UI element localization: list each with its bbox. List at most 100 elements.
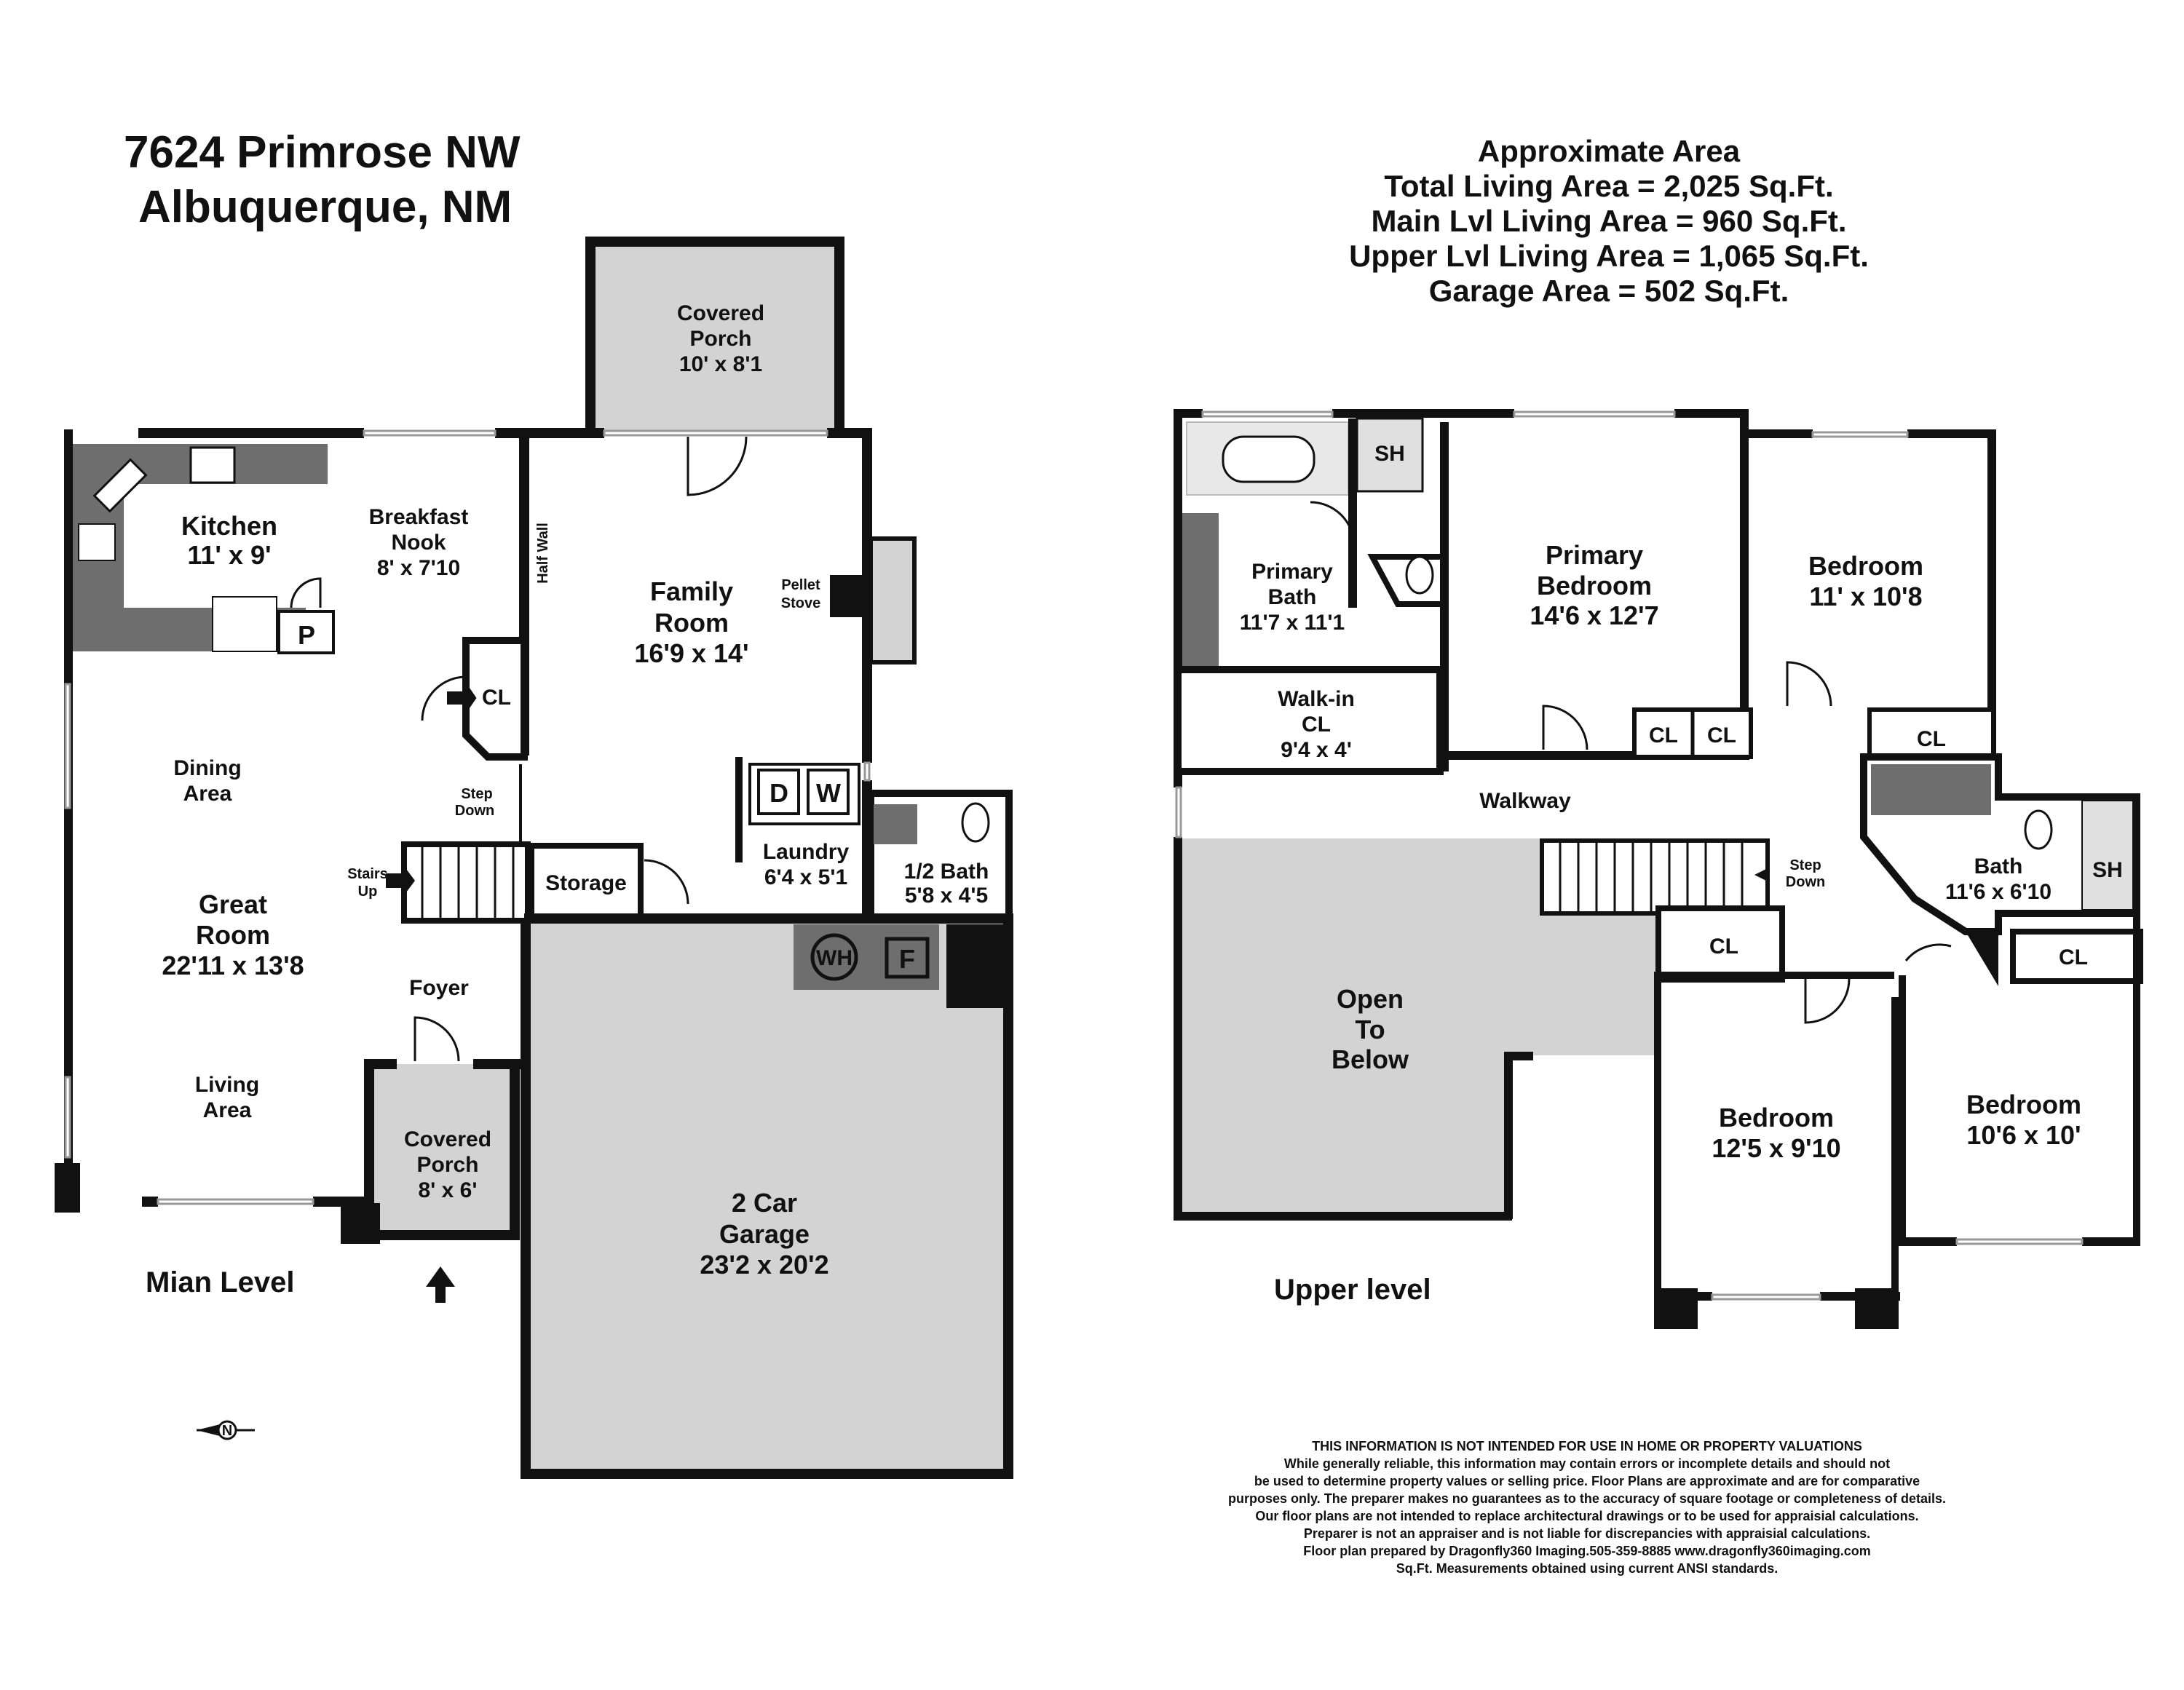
great-label-2: Room <box>196 920 270 950</box>
walkin-label-2: CL <box>1302 713 1331 737</box>
great-label-1: Great <box>199 889 267 919</box>
closet-label-4: CL <box>1709 935 1738 959</box>
compass-icon <box>197 1420 255 1440</box>
family-label-1: Family <box>650 576 733 606</box>
pantry <box>277 610 335 654</box>
garage-label-2: Garage <box>719 1219 810 1249</box>
dryer-icon <box>757 769 800 815</box>
front-porch-label-1: Covered <box>404 1127 491 1151</box>
bedroom-ne-label: Bedroom <box>1808 551 1923 581</box>
open-below-label-1: Open <box>1337 984 1404 1014</box>
laundry-label: Laundry <box>763 840 850 864</box>
main-stairs <box>401 841 531 924</box>
chimney <box>869 536 917 665</box>
closet-label-3: CL <box>1917 727 1946 751</box>
compass-label: N <box>222 1423 232 1439</box>
storage-label: Storage <box>545 871 627 895</box>
washer-icon <box>807 769 850 815</box>
family-label-2: Room <box>654 608 729 638</box>
open-to-below-area <box>1181 838 1656 1217</box>
area-title: Approximate Area <box>1478 134 1741 168</box>
foyer-label: Foyer <box>409 976 469 1000</box>
disclaimer-line: be used to determine property values or … <box>1254 1474 1920 1488</box>
upper-level-labels: SH Primary Bath 11'7 x 11'1 Primary Bedr… <box>1240 442 2123 1306</box>
kitchen-label: Kitchen <box>181 511 277 541</box>
shower-label-hall: SH <box>2092 858 2123 882</box>
step-down-arrow-icon <box>1754 868 1769 882</box>
step-down-label-1: Step <box>461 786 492 802</box>
stairs-up-arrow-icon <box>386 866 415 895</box>
disclaimer-line: THIS INFORMATION IS NOT INTENDED FOR USE… <box>1312 1439 1862 1453</box>
primary-bath-label-1: Primary <box>1251 560 1333 584</box>
stairs-up-label-1: Stairs <box>347 866 388 882</box>
pellet-label-1: Pellet <box>781 577 820 593</box>
dishwasher-icon <box>78 523 116 561</box>
shower-hall <box>2081 800 2134 911</box>
area-total: Total Living Area = 2,025 Sq.Ft. <box>1384 169 1833 203</box>
primary-bed-label-1: Primary <box>1546 540 1643 570</box>
back-porch-floor <box>590 240 842 431</box>
pellet-label-2: Stove <box>781 595 820 611</box>
closet-label-5: CL <box>2059 945 2088 969</box>
toilet-icon <box>2024 809 2053 850</box>
hall-bath-dim: 11'6 x 6'10 <box>1945 880 2052 904</box>
disclaimer-line: Preparer is not an appraiser and is not … <box>1304 1526 1870 1541</box>
area-summary: Approximate Area Total Living Area = 2,0… <box>1349 134 1869 308</box>
disclaimer-line: Floor plan prepared by Dragonfly360 Imag… <box>1303 1544 1871 1558</box>
living-label-2: Area <box>203 1098 252 1122</box>
bedroom-mid-label: Bedroom <box>1719 1103 1834 1132</box>
step-down-label-2: Down <box>455 803 494 819</box>
bathtub-icon <box>1222 435 1315 483</box>
water-heater-icon <box>810 933 858 981</box>
garage-floor <box>524 919 1008 1472</box>
family-dim: 16'9 x 14' <box>634 638 748 668</box>
sink-icon <box>92 458 148 513</box>
step-down-arrow-icon <box>447 683 477 713</box>
kitchen-dim: 11' x 9' <box>187 540 271 570</box>
bedroom-ne-dim: 11' x 10'8 <box>1809 582 1922 611</box>
back-porch-dim: 10' x 8'1 <box>679 352 762 376</box>
great-dim: 22'11 x 13'8 <box>162 951 304 980</box>
stairs-up-label-2: Up <box>358 884 378 900</box>
laundry-dim: 6'4 x 5'1 <box>764 865 847 889</box>
front-porch-dim: 8' x 6' <box>419 1178 478 1202</box>
step-down-label-2: Down <box>1786 874 1825 890</box>
back-porch-label-1: Covered <box>677 301 764 325</box>
hall-bath-label: Bath <box>1974 854 2023 878</box>
fridge-icon <box>212 596 277 652</box>
bedroom-mid-dim: 12'5 x 9'10 <box>1712 1133 1840 1163</box>
bedroom-se-dim: 10'6 x 10' <box>1966 1120 2081 1150</box>
closet-label-1: CL <box>1649 723 1678 747</box>
furnace-label: F <box>899 944 915 974</box>
closet-label-2: CL <box>1707 723 1736 747</box>
breakfast-label-2: Nook <box>392 531 446 555</box>
main-level-label: Mian Level <box>146 1266 295 1298</box>
disclaimer-line: Our floor plans are not intended to repl… <box>1255 1509 1918 1523</box>
disclaimer-line: purposes only. The preparer makes no gua… <box>1228 1491 1946 1506</box>
address-line-1: 7624 Primrose NW <box>124 127 521 178</box>
toilet-icon <box>1405 555 1434 595</box>
breakfast-dim: 8' x 7'10 <box>377 556 460 580</box>
upper-level-label: Upper level <box>1274 1274 1431 1306</box>
primary-bath-label-2: Bath <box>1268 585 1317 609</box>
shower-label-primary: SH <box>1374 442 1405 466</box>
washer-label: W <box>816 778 841 808</box>
hall-vanity <box>1871 764 1991 815</box>
upper-stairs <box>1540 838 1770 916</box>
toilet-icon <box>961 802 990 843</box>
bedroom-se-label: Bedroom <box>1966 1090 2081 1119</box>
main-level-plan <box>55 237 1013 1479</box>
entry-arrow-icon <box>426 1266 455 1303</box>
half-bath-dim: 5'8 x 4'5 <box>905 884 988 908</box>
dining-label-2: Area <box>183 782 232 806</box>
walkway-label: Walkway <box>1479 789 1571 813</box>
step-down-label-1: Step <box>1789 857 1821 873</box>
walkin-label-1: Walk-in <box>1278 687 1355 711</box>
open-below-label-3: Below <box>1332 1044 1409 1074</box>
breakfast-label-1: Breakfast <box>369 505 469 529</box>
half-bath-label: 1/2 Bath <box>904 860 989 884</box>
primary-bath-dim: 11'7 x 11'1 <box>1240 611 1345 635</box>
back-porch-label-2: Porch <box>689 327 751 351</box>
living-label-1: Living <box>195 1073 259 1097</box>
upper-level-plan <box>1174 409 2143 1329</box>
